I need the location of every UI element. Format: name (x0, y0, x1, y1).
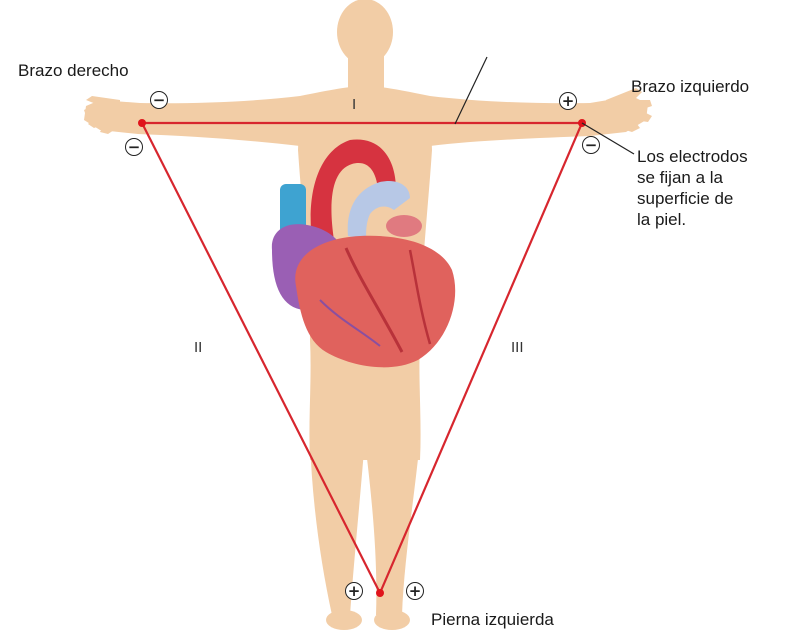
label-left-arm: Brazo izquierdo (631, 76, 749, 97)
negative-sign-icon: − (125, 138, 143, 156)
negative-sign-icon: − (150, 91, 168, 109)
label-right-arm: Brazo derecho (18, 60, 129, 81)
positive-sign-icon: + (406, 582, 424, 600)
lead-I-label: I (352, 96, 356, 113)
lead-III-label: III (511, 339, 524, 356)
lead-II-label: II (194, 339, 202, 356)
note-line: la piel. (637, 209, 748, 230)
electrode-right-arm (138, 119, 146, 127)
left-atrium-appendage (386, 215, 422, 237)
label-left-leg: Pierna izquierda (431, 609, 554, 630)
left-foot (374, 610, 410, 630)
negative-sign-icon: − (582, 136, 600, 154)
electrode-note: Los electrodos se fijan a la superficie … (637, 146, 748, 230)
note-line: superficie de (637, 188, 748, 209)
note-line: se fijan a la (637, 167, 748, 188)
electrode-left-leg (376, 589, 384, 597)
right-hand (84, 96, 120, 134)
positive-sign-icon: + (345, 582, 363, 600)
right-foot (326, 610, 362, 630)
positive-sign-icon: + (559, 92, 577, 110)
note-line: Los electrodos (637, 146, 748, 167)
